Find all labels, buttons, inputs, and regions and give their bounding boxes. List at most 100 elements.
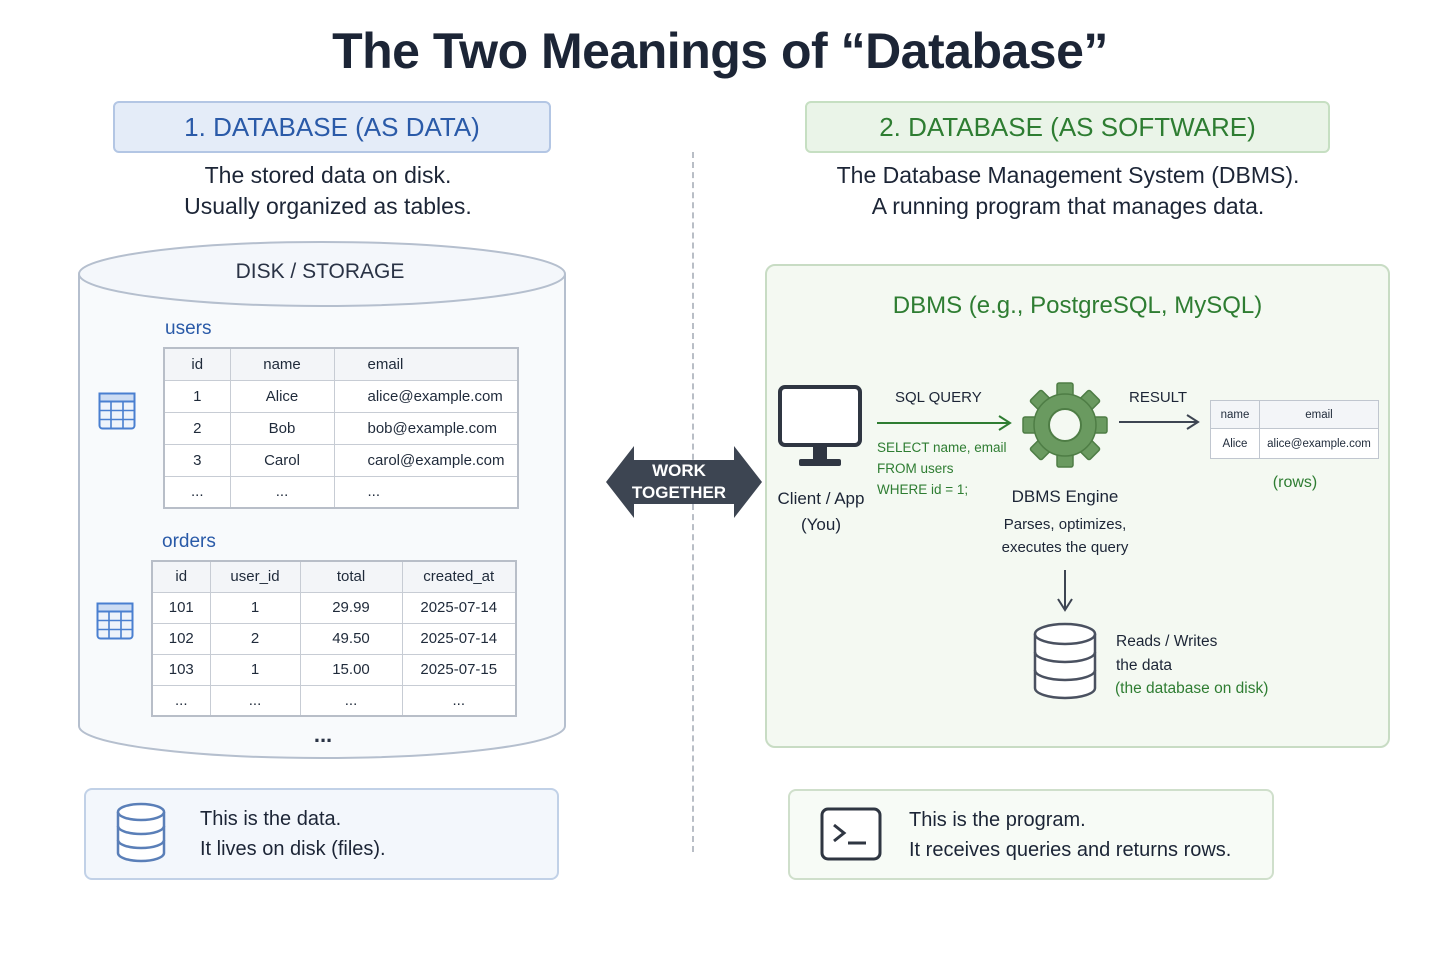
monitor-icon <box>778 385 862 466</box>
sql-code-line1: SELECT name, email <box>877 440 1007 455</box>
table-cell: 103 <box>151 653 211 686</box>
table-icon <box>98 392 136 430</box>
database-icon <box>116 802 166 863</box>
work-together-line2: TOGETHER <box>631 483 727 502</box>
work-together-label: WORK TOGETHER <box>622 460 736 504</box>
table-cell: 49.50 <box>299 622 403 655</box>
dbms-engine-label: DBMS Engine <box>1011 487 1119 506</box>
data-note-line2: It lives on disk (files). <box>200 838 386 860</box>
table-cell: Alice <box>1210 428 1260 459</box>
client-app-line2: (You) <box>800 515 841 534</box>
table-icon <box>96 602 134 640</box>
table-cell: Carol <box>229 443 335 477</box>
sql-query-label: SQL QUERY <box>895 389 982 406</box>
table-row: Alice alice@example.com <box>1210 428 1379 459</box>
table-cell: bob@example.com <box>333 411 519 445</box>
data-note-line1: This is the data. <box>200 808 342 830</box>
table-header-cell: email <box>333 347 519 381</box>
table-row: 3 Carol carol@example.com <box>163 443 519 477</box>
engine-desc-line1: Parses, optimizes, <box>1003 516 1127 533</box>
result-label: RESULT <box>1129 389 1188 406</box>
client-app-label: Client / App (You) <box>770 486 872 538</box>
terminal-icon <box>820 807 882 861</box>
query-arrow-icon <box>877 415 1012 431</box>
program-note-text: This is the program. It receives queries… <box>909 805 1231 865</box>
table-cell: alice@example.com <box>333 379 519 413</box>
table-cell: ... <box>163 475 231 509</box>
database-as-software-tag: 2. DATABASE (AS SOFTWARE) <box>805 101 1330 153</box>
sql-code-line2: FROM users <box>877 461 954 476</box>
orders-table: id user_id total created_at 101 1 29.99 … <box>151 560 517 717</box>
table-row: 101 1 29.99 2025-07-14 <box>151 591 517 624</box>
table-cell: 1 <box>163 379 231 413</box>
dbms-panel-title: DBMS (e.g., PostgreSQL, MySQL) <box>892 292 1263 319</box>
table-row: ... ... ... ... <box>151 684 517 717</box>
reads-writes-label: Reads / Writes the data <box>1116 630 1217 678</box>
table-cell: Bob <box>229 411 335 445</box>
database-on-disk-label: (the database on disk) <box>1115 680 1269 697</box>
table-cell: 15.00 <box>299 653 403 686</box>
table-cell: 2025-07-14 <box>401 622 517 655</box>
table-header-cell: id <box>163 347 231 381</box>
sql-code: SELECT name, email FROM users WHERE id =… <box>877 437 1007 500</box>
result-table: name email Alice alice@example.com <box>1210 400 1379 459</box>
table-cell: ... <box>229 475 335 509</box>
table-cell: 2025-07-15 <box>401 653 517 686</box>
data-note-text: This is the data. It lives on disk (file… <box>200 804 386 864</box>
table-row: 103 1 15.00 2025-07-15 <box>151 653 517 686</box>
program-note-line1: This is the program. <box>909 809 1086 831</box>
table-header-row: id name email <box>163 347 519 381</box>
engine-desc-line2: executes the query <box>1001 539 1129 556</box>
dbms-engine-description: Parses, optimizes, executes the query <box>980 513 1150 559</box>
table-cell: 1 <box>209 591 301 624</box>
table-cell: carol@example.com <box>333 443 519 477</box>
table-cell: 3 <box>163 443 231 477</box>
rows-label: (rows) <box>1272 474 1318 491</box>
table-row: 1 Alice alice@example.com <box>163 379 519 413</box>
table-header-row: name email <box>1210 400 1379 429</box>
client-app-line1: Client / App <box>777 489 865 508</box>
table-header-cell: email <box>1259 400 1379 429</box>
table-header-cell: user_id <box>209 560 301 593</box>
users-table: id name email 1 Alice alice@example.com … <box>163 347 519 509</box>
table-cell: Alice <box>229 379 335 413</box>
table-cell: ... <box>333 475 519 509</box>
table-header-cell: total <box>299 560 403 593</box>
reads-writes-line1: Reads / Writes <box>1116 633 1218 650</box>
work-together-line1: WORK <box>652 461 706 480</box>
table-row: 2 Bob bob@example.com <box>163 411 519 445</box>
table-header-cell: name <box>1210 400 1260 429</box>
database-icon <box>1033 622 1097 700</box>
table-header-cell: name <box>229 347 335 381</box>
double-arrow-icon <box>606 446 762 518</box>
right-subtitle-line2: A running program that manages data. <box>871 193 1265 219</box>
result-arrow-icon <box>1119 414 1200 430</box>
down-arrow-icon <box>1057 570 1073 612</box>
page-title: The Two Meanings of “Database” <box>332 23 1108 79</box>
database-as-data-tag: 1. DATABASE (AS DATA) <box>113 101 551 153</box>
table-header-cell: id <box>151 560 211 593</box>
sql-code-line3: WHERE id = 1; <box>877 482 969 497</box>
left-subtitle-line1: The stored data on disk. <box>204 162 452 188</box>
left-subtitle: The stored data on disk. Usually organiz… <box>110 160 546 222</box>
table-cell: 2 <box>163 411 231 445</box>
table-cell: alice@example.com <box>1259 428 1379 459</box>
more-tables-ellipsis: ... <box>313 722 333 747</box>
table-cell: 2 <box>209 622 301 655</box>
users-table-name: users <box>165 318 212 339</box>
table-cell: 102 <box>151 622 211 655</box>
reads-writes-line2: the data <box>1116 657 1173 674</box>
table-row: 102 2 49.50 2025-07-14 <box>151 622 517 655</box>
table-cell: ... <box>401 684 517 717</box>
program-note-line2: It receives queries and returns rows. <box>909 839 1232 861</box>
table-cell: ... <box>299 684 403 717</box>
right-subtitle-line1: The Database Management System (DBMS). <box>836 162 1300 188</box>
disk-storage-label: DISK / STORAGE <box>235 260 405 283</box>
gear-icon <box>1022 382 1108 468</box>
table-cell: 1 <box>209 653 301 686</box>
left-subtitle-line2: Usually organized as tables. <box>184 193 472 219</box>
table-cell: 101 <box>151 591 211 624</box>
orders-table-name: orders <box>162 531 216 552</box>
table-header-cell: created_at <box>401 560 517 593</box>
table-cell: 2025-07-14 <box>401 591 517 624</box>
